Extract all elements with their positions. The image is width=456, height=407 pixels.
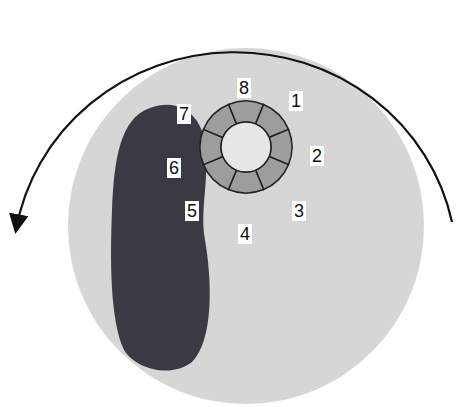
callout-number: 8: [237, 78, 251, 98]
body-section: [68, 48, 424, 404]
callout-number: 7: [177, 104, 191, 124]
callout-number: 6: [167, 158, 181, 178]
callout-number: 4: [238, 224, 252, 244]
callout-number: 5: [185, 201, 199, 221]
callout-number: 2: [310, 146, 324, 166]
callout-number: 1: [289, 91, 303, 111]
segmented-ring: [200, 101, 292, 193]
dark-organ: [111, 105, 210, 371]
ring-lumen: [221, 122, 271, 172]
rotation-arrow: [16, 52, 452, 230]
callout-number: 3: [292, 201, 306, 221]
